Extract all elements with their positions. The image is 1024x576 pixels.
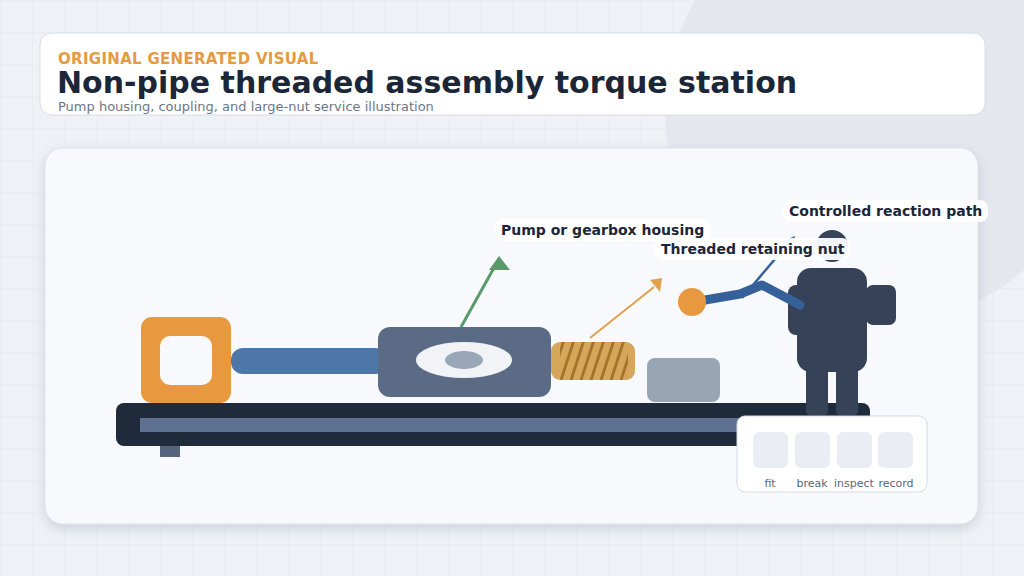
caption: Pump housing, coupling, and large-nut se… bbox=[58, 99, 434, 114]
coupling-bore bbox=[160, 336, 212, 385]
worker-pack bbox=[866, 285, 896, 325]
leader-arrowhead bbox=[650, 278, 662, 292]
pump-housing bbox=[378, 327, 551, 397]
callout-label: Controlled reaction path bbox=[783, 200, 988, 222]
leader-arrowhead bbox=[489, 256, 510, 270]
step-square bbox=[837, 432, 872, 468]
step-label: inspect bbox=[834, 477, 874, 490]
worker-shoulder bbox=[788, 285, 806, 335]
worker-arm bbox=[705, 285, 800, 305]
bench-stripe bbox=[140, 418, 760, 432]
step-box: fit bbox=[753, 432, 788, 490]
torque-wrench-head bbox=[678, 288, 706, 316]
step-panel bbox=[737, 416, 927, 492]
header-card bbox=[40, 33, 985, 115]
threaded-nut bbox=[551, 342, 635, 380]
support-block bbox=[647, 358, 720, 402]
nut-threads bbox=[560, 342, 628, 380]
worker-body bbox=[797, 268, 867, 372]
step-square bbox=[878, 432, 913, 468]
step-square bbox=[795, 432, 830, 468]
step-box: inspect bbox=[834, 432, 874, 490]
step-label: fit bbox=[764, 477, 775, 490]
worker-leg bbox=[836, 368, 858, 415]
housing-port bbox=[416, 342, 512, 378]
coupling bbox=[141, 317, 231, 403]
housing-bore bbox=[445, 351, 483, 369]
step-square bbox=[753, 432, 788, 468]
worker-leg bbox=[806, 368, 828, 415]
diagram-title: Non-pipe threaded assembly torque statio… bbox=[57, 65, 797, 100]
step-box: record bbox=[878, 432, 913, 490]
step-label: break bbox=[796, 477, 827, 490]
step-label: record bbox=[878, 477, 913, 490]
step-box: break bbox=[795, 432, 830, 490]
shaft bbox=[231, 348, 387, 374]
kicker-label: ORIGINAL GENERATED VISUAL bbox=[58, 50, 319, 68]
leader-line bbox=[461, 266, 495, 327]
leader-line bbox=[590, 287, 654, 338]
callout-label: Threaded retaining nut bbox=[655, 238, 850, 260]
